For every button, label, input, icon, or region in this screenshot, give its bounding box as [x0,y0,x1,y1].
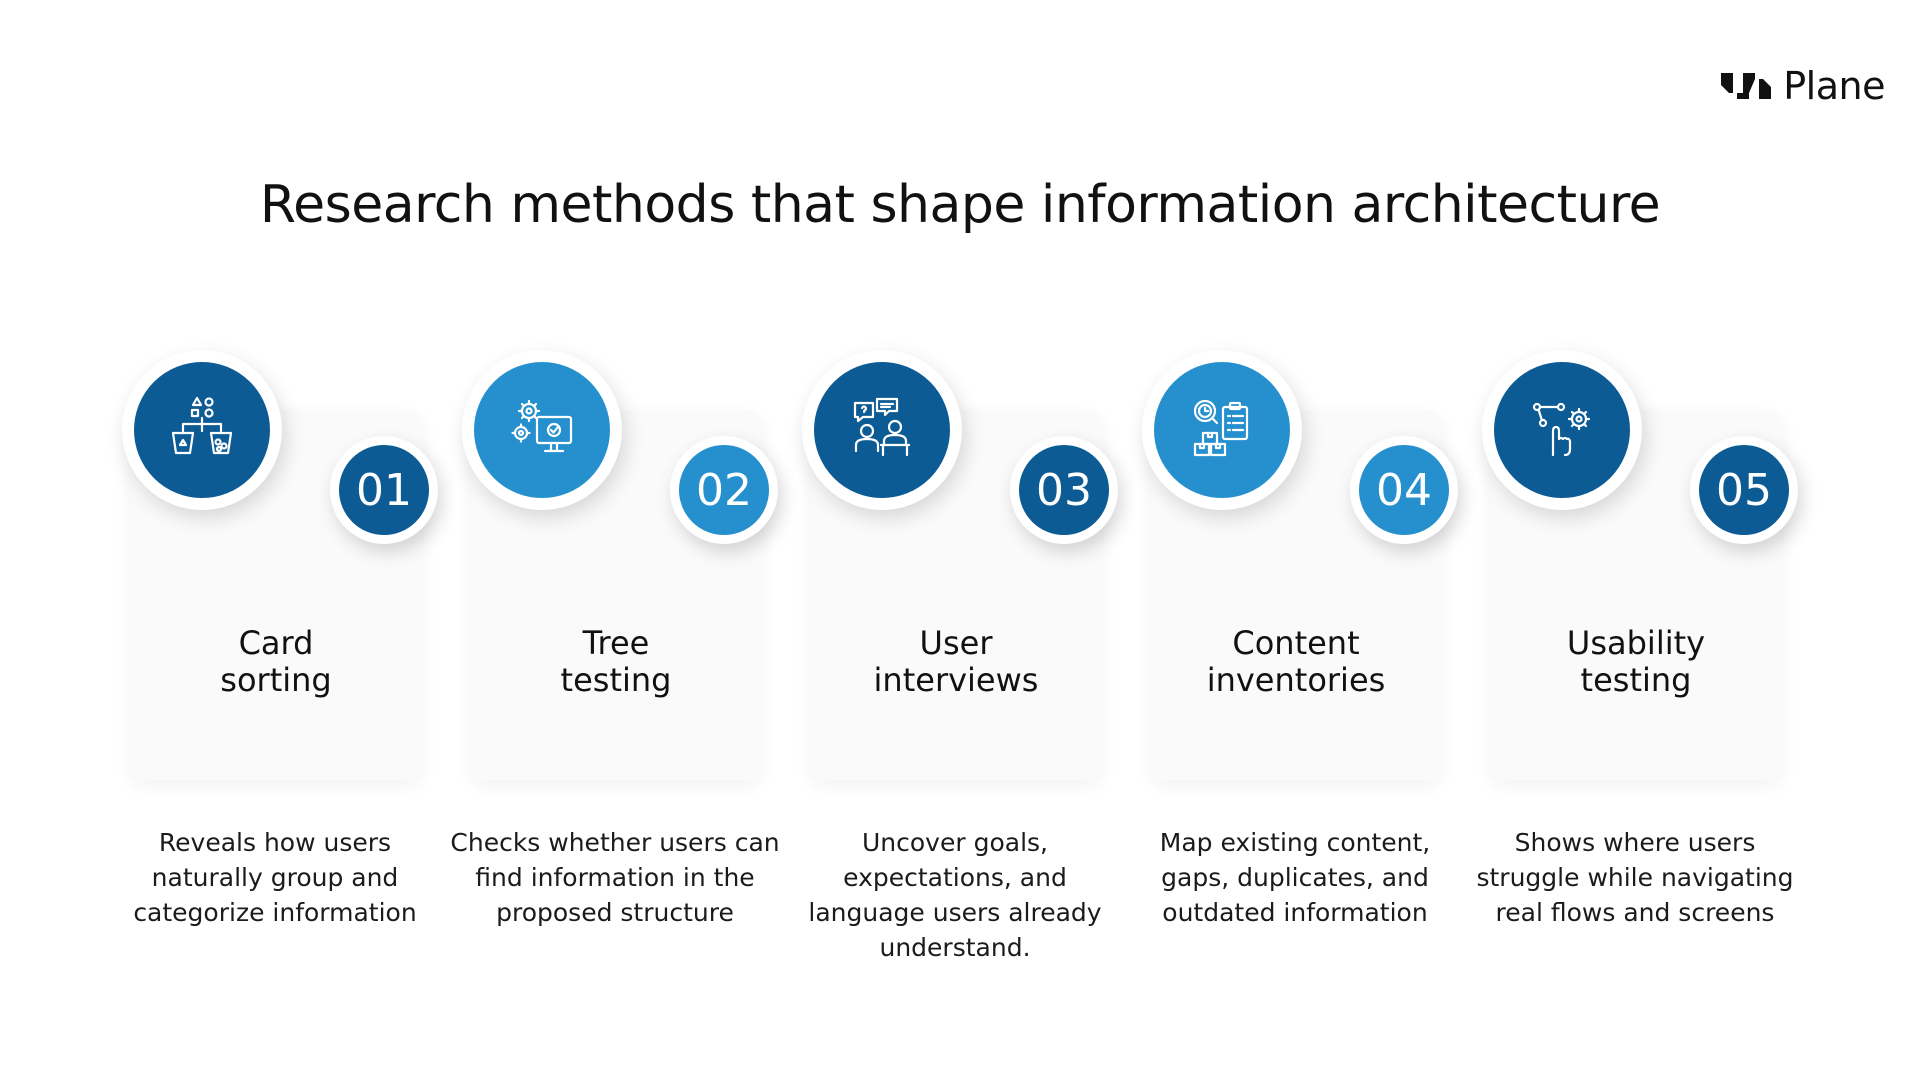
step-description: Shows where users struggle while navigat… [1476,828,1794,927]
step-icon-circle [1142,350,1302,510]
content-inventory-icon [1193,399,1249,457]
tree-testing-icon [511,399,573,453]
step-number-badge: 03 [1010,436,1118,544]
step-icon-circle [122,350,282,510]
step-icon-circle [802,350,962,510]
card-sorting-icon [171,396,233,455]
step-number-badge: 01 [330,436,438,544]
brand-name: Plane [1783,64,1885,108]
step-icon-circle [1482,350,1642,510]
user-interviews-icon [853,397,911,457]
step-description: Map existing content, gaps, duplicates, … [1159,828,1431,927]
brand-logo: Plane [1719,64,1885,108]
step-icon-circle [462,350,622,510]
step-number-badge: 05 [1690,436,1798,544]
step-description: Checks whether users can find informatio… [450,828,780,927]
page-title: Research methods that shape information … [259,175,1661,235]
usability-testing-icon [1532,402,1591,457]
plane-logo-icon [1721,73,1772,99]
step-description: Reveals how users naturally group and ca… [133,828,417,927]
step-number-badge: 04 [1350,436,1458,544]
step-number-badge: 02 [670,436,778,544]
step-description: Uncover goals, expectations, and languag… [808,828,1102,962]
